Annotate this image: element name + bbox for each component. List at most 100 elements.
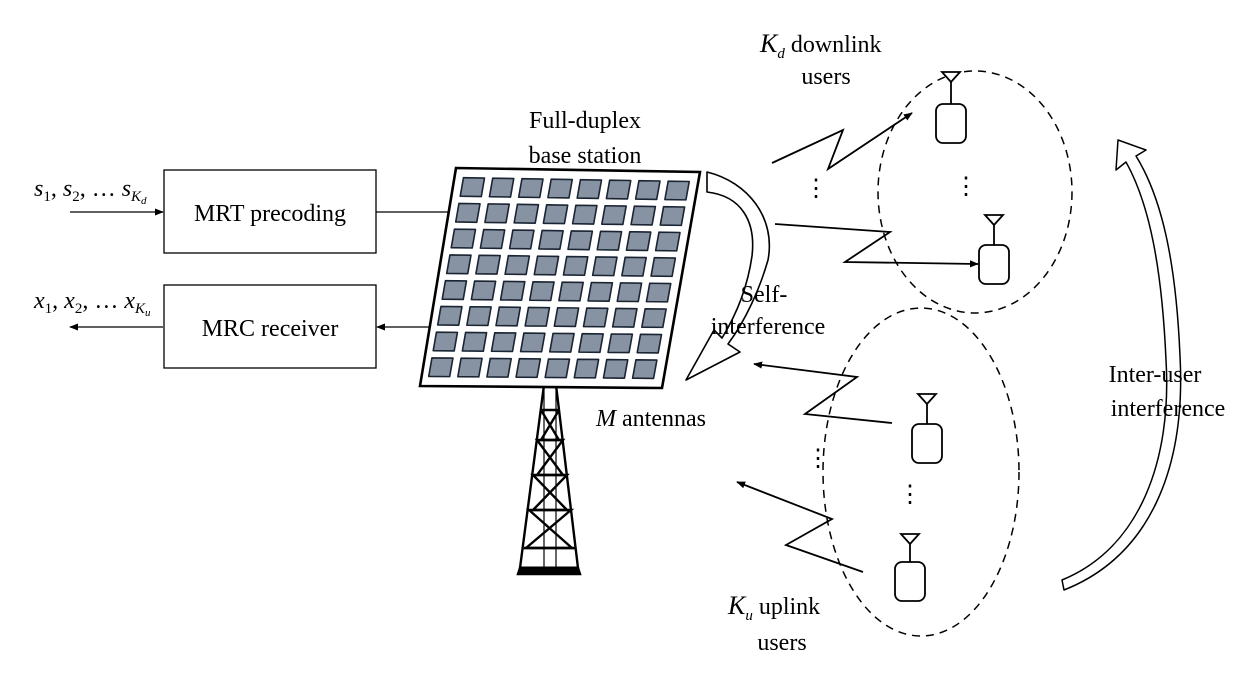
antenna-element (479, 228, 506, 250)
antenna-element (664, 180, 691, 201)
antenna-element (558, 281, 585, 302)
antenna-element (475, 254, 501, 275)
antenna-element (495, 306, 522, 327)
inter-user-interference-line2: interference (1111, 396, 1226, 422)
input-signal-label: s1, s2, … sKd (34, 176, 147, 207)
antenna-element (450, 228, 477, 249)
antenna-element (454, 202, 481, 224)
uplink-user-1-icon (911, 393, 943, 464)
uplink-users-ellipsis: ⋮ (898, 482, 922, 508)
base-station-title-line1: Full-duplex (529, 108, 641, 134)
antenna-element (616, 282, 643, 303)
downlink-signal-2 (774, 223, 979, 268)
antenna-element (591, 256, 618, 277)
mrc-receiver-label: MRC receiver (202, 316, 339, 342)
antenna-element (611, 307, 638, 328)
downlink-users-label-line1: Kd downlink (759, 29, 882, 62)
uplink-signal-1 (753, 361, 893, 424)
antenna-element (538, 229, 564, 251)
downlink-user-group (877, 70, 1073, 314)
antenna-element (634, 179, 661, 201)
uplink-users-label-line2: users (757, 630, 806, 656)
self-interference-arrow (685, 171, 771, 381)
antenna-element (484, 203, 511, 224)
antenna-element (461, 331, 488, 352)
tower-icon (516, 383, 582, 576)
uplink-user-2-icon (894, 533, 926, 602)
antenna-element (470, 280, 497, 301)
antenna-element (548, 332, 575, 353)
antenna-element (596, 230, 623, 251)
antenna-element (630, 205, 657, 226)
inter-user-interference-line1: Inter-user (1109, 362, 1202, 388)
antenna-element (533, 255, 560, 276)
mrt-precoding-block (163, 169, 377, 254)
uplink-user-group (822, 307, 1020, 637)
antenna-element (636, 333, 663, 354)
downlink-users-ellipsis: ⋮ (954, 174, 978, 200)
antenna-element (547, 178, 574, 199)
downlink-link-ellipsis: ⋮ (804, 176, 828, 202)
antenna-element (517, 177, 544, 199)
antenna-element (602, 358, 629, 379)
antenna-element (441, 279, 468, 301)
antenna-element (542, 204, 569, 225)
antenna-element (654, 231, 681, 252)
antenna-element (631, 359, 658, 380)
antenna-element (578, 332, 605, 354)
uplink-link-ellipsis: ⋮ (806, 446, 830, 472)
antenna-element (607, 333, 634, 354)
antenna-element (650, 256, 677, 278)
antenna-element (641, 307, 667, 329)
antenna-element (571, 204, 598, 225)
antenna-element (524, 306, 551, 327)
antenna-element (625, 230, 652, 252)
antenna-element (499, 280, 526, 301)
base-station-title-line2: base station (529, 143, 642, 169)
antenna-element (457, 357, 483, 378)
antenna-element (562, 255, 589, 277)
antenna-element (567, 230, 594, 251)
antenna-element (488, 177, 515, 198)
mrt-precoding-label: MRT precoding (194, 201, 346, 227)
antenna-element (519, 332, 546, 353)
antenna-element (576, 178, 603, 200)
antenna-element (490, 331, 517, 353)
antenna-element (436, 305, 463, 326)
uplink-signal-2 (736, 481, 864, 573)
antenna-element (486, 357, 513, 378)
uplink-users-label-line1: Ku uplink (727, 591, 820, 624)
antenna-array-panel (418, 166, 702, 390)
antenna-element (504, 254, 531, 276)
downlink-user-1-icon (935, 71, 967, 144)
downlink-users-label-line2: users (801, 64, 850, 90)
antenna-element (553, 306, 580, 328)
antenna-element (427, 357, 454, 378)
antenna-element (587, 281, 614, 302)
antenna-element (459, 176, 486, 198)
antenna-elements (427, 176, 691, 380)
antenna-element (605, 179, 632, 200)
inter-user-interference-arrow (1061, 139, 1182, 591)
output-signal-label: x1, x2, … xKu (33, 288, 151, 319)
antenna-element (432, 331, 459, 352)
antenna-element (528, 280, 555, 302)
antenna-element (508, 229, 535, 250)
antenna-element (582, 307, 609, 328)
antenna-element (544, 358, 571, 379)
antenna-element (621, 256, 647, 277)
antenna-element (573, 358, 600, 379)
antenna-element (601, 204, 627, 226)
downlink-user-2-icon (978, 214, 1010, 285)
antenna-element (645, 282, 672, 303)
mrc-receiver-block (163, 284, 377, 369)
antenna-element (445, 254, 472, 275)
antenna-element (466, 305, 492, 327)
antenna-element (515, 357, 542, 379)
self-interference-line1: Self- (741, 282, 788, 308)
downlink-signal-1 (771, 112, 913, 172)
self-interference-line2: interference (711, 314, 826, 340)
antenna-element (659, 205, 686, 227)
antenna-element (513, 203, 540, 224)
